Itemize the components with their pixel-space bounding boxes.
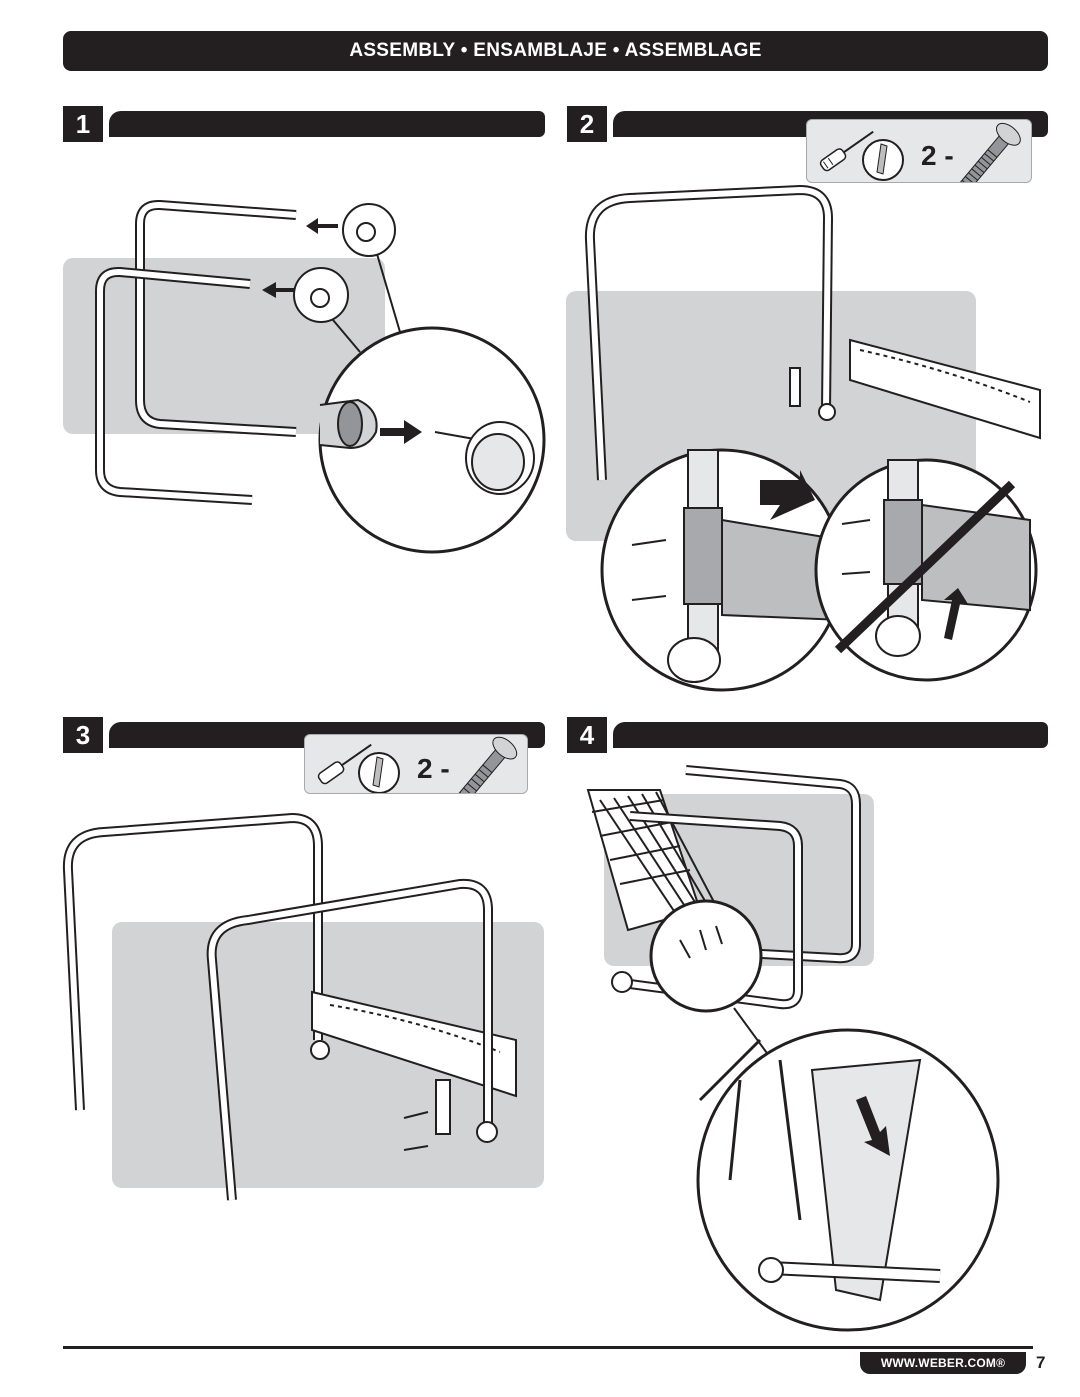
caster-icon [342, 203, 396, 257]
step-1-frame-lower [95, 266, 253, 505]
footer-rule [63, 1346, 1033, 1349]
step-2-hardware-box: 2 - [806, 119, 1032, 183]
arrow-icon [760, 470, 815, 520]
step-3-number: 3 [63, 717, 103, 753]
step-3-hardware-qty: 2 - [417, 753, 450, 784]
step-1-header: 1 [63, 106, 545, 142]
step-2-frame [584, 184, 836, 481]
page-title: ASSEMBLY • ENSAMBLAJE • ASSEMBLAGE [63, 31, 1048, 71]
step-4-detail-small [649, 899, 763, 1013]
step-4-bar [613, 722, 1048, 748]
step-2-hardware-qty: 2 - [921, 140, 954, 171]
page-number: 7 [1036, 1353, 1046, 1372]
step-1-frame-upper [135, 199, 297, 437]
prohibited-icon [834, 480, 1016, 654]
arrow-icon [262, 218, 338, 298]
step-4-number: 4 [567, 717, 607, 753]
step-4-header: 4 [567, 717, 1048, 753]
step-3-frame-back [62, 812, 330, 1111]
screw-icon [456, 736, 518, 793]
step-1-number: 1 [63, 106, 103, 142]
step-2-number: 2 [567, 106, 607, 142]
screwdriver-icon [819, 130, 904, 181]
step-3-hardware-box: 2 - [304, 734, 528, 794]
screwdriver-icon [317, 743, 400, 793]
step-1-bar [109, 111, 545, 137]
step-4-frame [629, 765, 861, 1010]
step-3-frame-front [206, 878, 498, 1201]
caster-icon [293, 267, 349, 323]
footer-url[interactable]: WWW.WEBER.COM® [860, 1352, 1026, 1374]
arrow-icon [856, 1096, 890, 1156]
screw-icon [960, 122, 1021, 182]
